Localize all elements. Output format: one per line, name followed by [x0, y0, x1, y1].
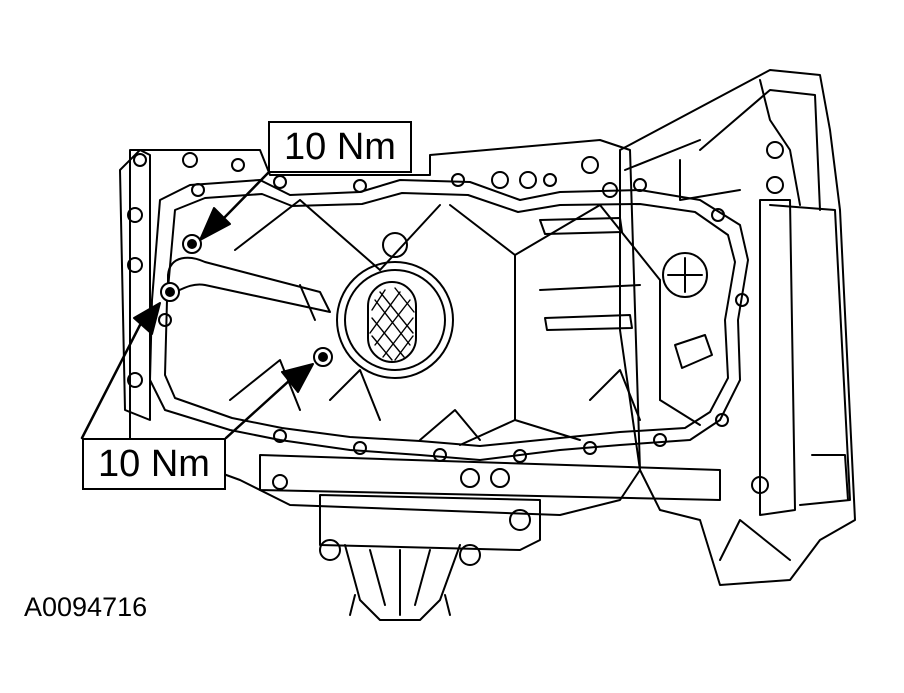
pickup-bolt-lower	[160, 282, 180, 302]
lower-mount	[259, 454, 721, 621]
torque-callout-bottom: 10 Nm	[82, 438, 226, 490]
transmission-housing	[619, 69, 856, 586]
strainer-bolt	[313, 347, 333, 367]
oil-strainer	[336, 261, 454, 379]
callout-leader-top	[199, 171, 270, 241]
oil-pickup-tube	[167, 256, 331, 321]
figure-id-label: A0094716	[24, 592, 148, 622]
pickup-bolt-upper	[182, 234, 202, 254]
engine-block	[119, 139, 641, 516]
oil-pan	[149, 173, 749, 463]
callout-leader-bottom	[80, 302, 314, 440]
torque-callout-top: 10 Nm	[268, 121, 412, 173]
